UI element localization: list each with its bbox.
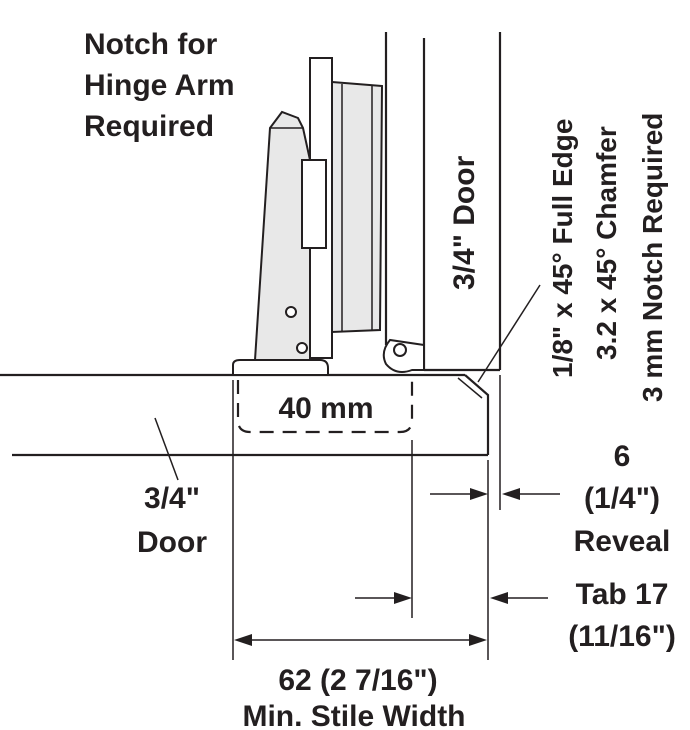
extension-lines (232, 375, 501, 660)
tab-mm-label: Tab 17 (576, 578, 669, 611)
reveal-word-label: Reveal (574, 525, 671, 558)
hinge-body (301, 57, 384, 359)
notch-label-line3: Required (84, 110, 214, 143)
stile-panel (0, 373, 490, 457)
door-left-label-line2: Door (137, 526, 207, 559)
stile-word-label: Min. Stile Width (242, 700, 465, 730)
reveal-in-label: (1/4") (584, 482, 660, 515)
stile-width-dimension (234, 634, 487, 646)
cup-dimension-label: 40 mm (278, 392, 373, 425)
door-vertical-label: 3/4" Door (448, 155, 481, 290)
tab-dimension (355, 592, 548, 604)
notch-label-line1: Notch for (84, 28, 218, 61)
chamfer-label-line3: 3 mm Notch Required (637, 113, 668, 402)
tab-in-label: (11/16") (568, 620, 676, 653)
chamfer-label-line2: 3.2 x 45° Chamfer (591, 126, 622, 360)
door-left-label-line1: 3/4" (144, 482, 200, 515)
door-section (382, 32, 502, 373)
chamfer-leader-line (477, 284, 541, 383)
hinge-arm (232, 110, 329, 376)
door-leader-line (154, 417, 179, 481)
notch-label-line2: Hinge Arm (84, 69, 235, 102)
chamfer-label-line1: 1/8" x 45° Full Edge (547, 119, 578, 378)
reveal-dimension (430, 488, 560, 500)
stile-dimension-label: 62 (2 7/16") (278, 664, 437, 697)
reveal-mm-label: 6 (614, 440, 631, 473)
